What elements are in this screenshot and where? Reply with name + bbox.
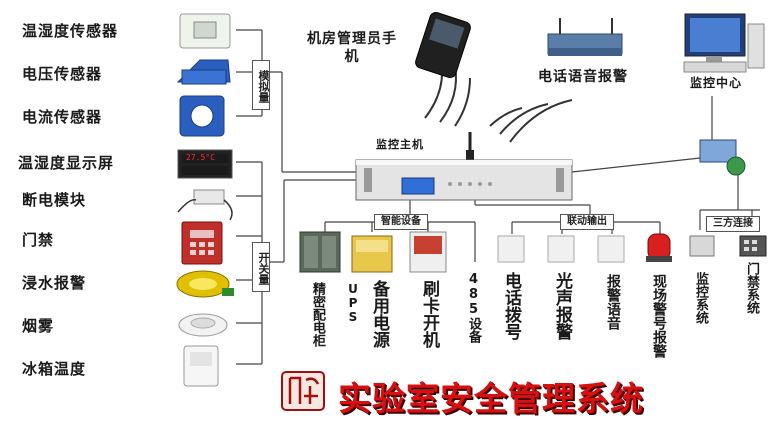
- linkage-item-label: 电话拨号: [501, 272, 521, 340]
- three-item-label: 门禁系统: [744, 262, 759, 314]
- admin-phone-label: 机房管理员手机: [307, 31, 397, 65]
- analog-group-label: 模拟量: [252, 60, 270, 110]
- sound-light-alarm-device: [547, 235, 575, 263]
- nvr-device: [689, 235, 715, 257]
- sensor-label: 冰箱温度: [22, 360, 87, 378]
- smart-item-label: 备用电源: [369, 280, 389, 348]
- linkage-item-label: 现场警号报警: [651, 274, 667, 358]
- host-label: 监控主机: [376, 138, 424, 151]
- three-item-label: 监控系统: [693, 272, 708, 324]
- globe-icon: [726, 156, 746, 176]
- linkage-output-label: 联动输出: [560, 214, 614, 230]
- smart-item-label: 精密配电柜: [310, 282, 325, 347]
- logo-icon: [280, 370, 326, 412]
- page-title: 实验室安全管理系统: [338, 379, 644, 418]
- power-module-device: [193, 189, 225, 205]
- sensor-label: 断电模块: [22, 191, 87, 209]
- sensor-label: 温湿度显示屏: [18, 154, 115, 172]
- sensor-label: 浸水报警: [22, 274, 87, 292]
- title-banner: [266, 364, 784, 421]
- network-switch-icon: [699, 139, 737, 163]
- smart-item-label: 485设备: [466, 272, 481, 343]
- sensor-label: 门禁: [22, 231, 55, 249]
- monitor-host-device: [355, 159, 573, 201]
- smart-item-label: UPS: [346, 282, 360, 324]
- voice-alarm-unit-device: [597, 235, 625, 263]
- sensor-label: 电流传感器: [22, 108, 103, 126]
- sensor-label: 温湿度传感器: [22, 22, 119, 40]
- sensor-label: 烟雾: [22, 317, 55, 335]
- switch-group-label: 开关量: [252, 242, 270, 292]
- smart-equipment-label: 智能设备: [374, 214, 428, 230]
- linkage-item-label: 光声报警: [552, 272, 572, 340]
- smart-item-label: 刷卡开机: [419, 280, 439, 348]
- monitor-center-label: 监控中心: [690, 76, 743, 90]
- sensor-label: 电压传感器: [22, 65, 103, 83]
- phone-dialer-device: [497, 235, 525, 263]
- linkage-item-label: 报警语音: [605, 274, 621, 330]
- display-readout: 27.5°C: [186, 153, 215, 162]
- access-system-device: [739, 235, 767, 257]
- three-way-label: 三方连接: [706, 216, 760, 232]
- voice-alarm-label: 电话语音报警: [538, 69, 628, 85]
